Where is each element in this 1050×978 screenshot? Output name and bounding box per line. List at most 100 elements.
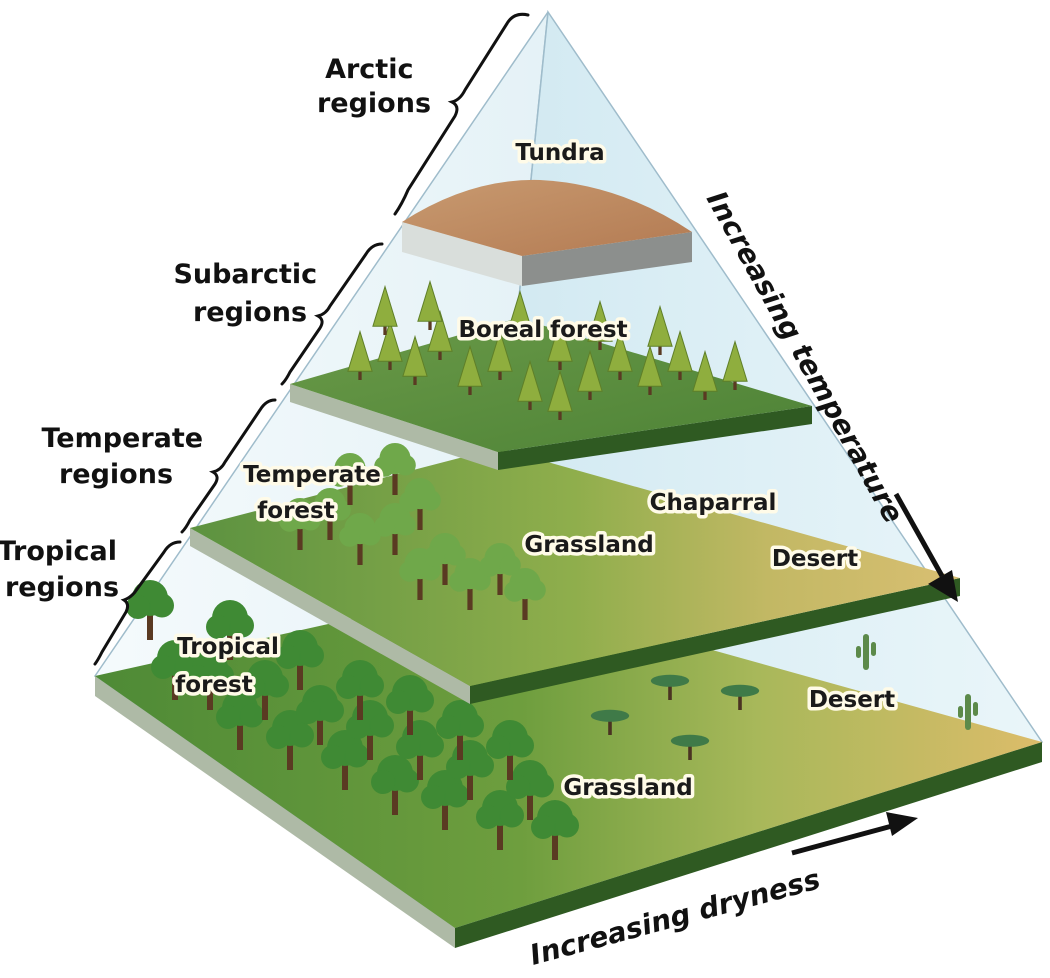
acacia-tree: [720, 684, 760, 710]
dryness-arrow-shaft: [791, 823, 893, 856]
broadleaf-tree: [309, 488, 351, 540]
broadleaf-tree: [329, 453, 371, 505]
conifer-tree: [667, 329, 693, 380]
tropical-trees: [126, 580, 760, 860]
broadleaf-tree: [396, 720, 444, 780]
cactus: [856, 634, 876, 670]
broadleaf-tree: [296, 685, 344, 745]
region-label-tropical-line2: regions: [5, 572, 119, 603]
broadleaf-tree: [216, 690, 264, 750]
broadleaf-tree: [151, 640, 199, 700]
conifer-tree: [417, 279, 443, 330]
tropical-level: [95, 580, 1042, 948]
boreal-trees: [347, 279, 748, 420]
biome-label-temperate-forest-line1: Temperate: [243, 462, 381, 488]
cactus: [958, 694, 978, 730]
broadleaf-tree: [126, 580, 174, 640]
broadleaf-tree: [374, 502, 416, 555]
tropical-cacti: [856, 634, 978, 730]
region-label-tropical: Tropical regions: [0, 536, 126, 603]
conifer-tree: [457, 344, 483, 395]
biome-label-tropical-forest-line1: Tropical: [177, 634, 279, 660]
biome-label-boreal-forest-text: Boreal forest: [458, 317, 627, 343]
conifer-tree: [722, 339, 748, 390]
broadleaf-tree: [321, 730, 369, 790]
broadleaf-tree: [486, 720, 534, 780]
biome-label-temperate-forest: Temperate forest: [243, 462, 389, 524]
biome-label-tundra: Tundra: [515, 140, 604, 166]
conifer-tree: [647, 304, 673, 355]
region-label-arctic-line1: Arctic: [325, 54, 413, 85]
temperate-level: [190, 443, 960, 704]
biome-label-chaparral: Chaparral: [650, 490, 777, 516]
region-label-subarctic-line1: Subarctic: [173, 259, 317, 290]
conifer-tree: [427, 309, 453, 360]
broadleaf-tree: [421, 770, 469, 830]
conifer-tree: [587, 299, 613, 350]
region-label-subarctic: Subarctic regions: [173, 259, 326, 328]
broadleaf-tree: [374, 443, 416, 495]
biome-label-tropical-grassland: Grassland: [563, 775, 692, 801]
conifer-tree: [487, 329, 513, 380]
region-label-temperate-line2: regions: [59, 459, 173, 490]
biome-label-temperate-grassland: Grassland: [524, 532, 653, 558]
conifer-tree: [372, 284, 398, 335]
broadleaf-tree: [276, 630, 324, 690]
broadleaf-tree: [371, 755, 419, 815]
broadleaf-tree: [279, 497, 321, 550]
broadleaf-tree: [206, 600, 254, 660]
broadleaf-tree: [424, 533, 466, 585]
region-label-subarctic-line2: regions: [193, 297, 307, 328]
conifer-tree: [547, 369, 573, 420]
acacia-tree: [590, 709, 630, 735]
brace-subarctic: [280, 242, 384, 386]
boreal-level: [290, 279, 812, 470]
conifer-tree: [547, 319, 573, 370]
region-label-arctic-line2: regions: [317, 88, 431, 119]
temperature-arrow-head: [928, 570, 958, 602]
region-labels: Arctic regions Subarctic regions Tempera…: [0, 54, 431, 603]
biome-label-chaparral-text: Chaparral: [650, 490, 777, 516]
broadleaf-tree: [186, 650, 234, 710]
broadleaf-tree: [336, 660, 384, 720]
biome-label-tundra-text: Tundra: [515, 140, 604, 166]
biome-labels: Tundra Boreal forest Temperate forest Ch…: [172, 137, 899, 805]
acacia-tree: [670, 734, 710, 760]
conifer-tree: [347, 329, 373, 380]
conifer-tree: [402, 334, 428, 385]
broadleaf-tree: [476, 790, 524, 850]
conifer-tree: [517, 359, 543, 410]
brace-temperate: [180, 398, 277, 534]
conifer-tree: [577, 349, 603, 400]
conifer-tree: [507, 289, 533, 340]
temperate-trees: [279, 443, 546, 620]
biome-label-tropical-desert: Desert: [809, 687, 895, 713]
conifer-tree: [692, 349, 718, 400]
conifer-tree: [377, 319, 403, 370]
broadleaf-tree: [266, 710, 314, 770]
region-label-tropical-line1: Tropical: [0, 536, 117, 567]
broadleaf-tree: [504, 568, 546, 620]
biome-label-tropical-grassland-text: Grassland: [563, 775, 692, 801]
region-label-temperate-line1: Temperate: [41, 423, 203, 454]
conifer-tree: [607, 329, 633, 380]
brace-tropical: [93, 540, 182, 666]
region-braces: [93, 12, 530, 666]
biome-label-temperate-forest-line2: forest: [257, 498, 334, 524]
temperature-arrow-shaft: [893, 492, 945, 578]
region-label-temperate: Temperate regions: [41, 423, 212, 490]
broadleaf-tree: [436, 700, 484, 760]
biome-label-boreal-forest: Boreal forest: [458, 317, 627, 343]
region-label-arctic: Arctic regions: [317, 54, 431, 119]
broadleaf-tree: [399, 478, 441, 530]
conifer-tree: [637, 344, 663, 395]
dryness-arrow-head: [886, 812, 918, 836]
broadleaf-tree: [386, 675, 434, 735]
broadleaf-tree: [506, 760, 554, 820]
tundra-level: [402, 179, 692, 286]
biome-label-tropical-forest-line2: forest: [175, 672, 252, 698]
biome-label-tropical-forest: Tropical forest: [175, 634, 287, 698]
biome-label-tropical-desert-text: Desert: [809, 687, 895, 713]
biome-label-temperate-desert: Desert: [772, 546, 858, 572]
